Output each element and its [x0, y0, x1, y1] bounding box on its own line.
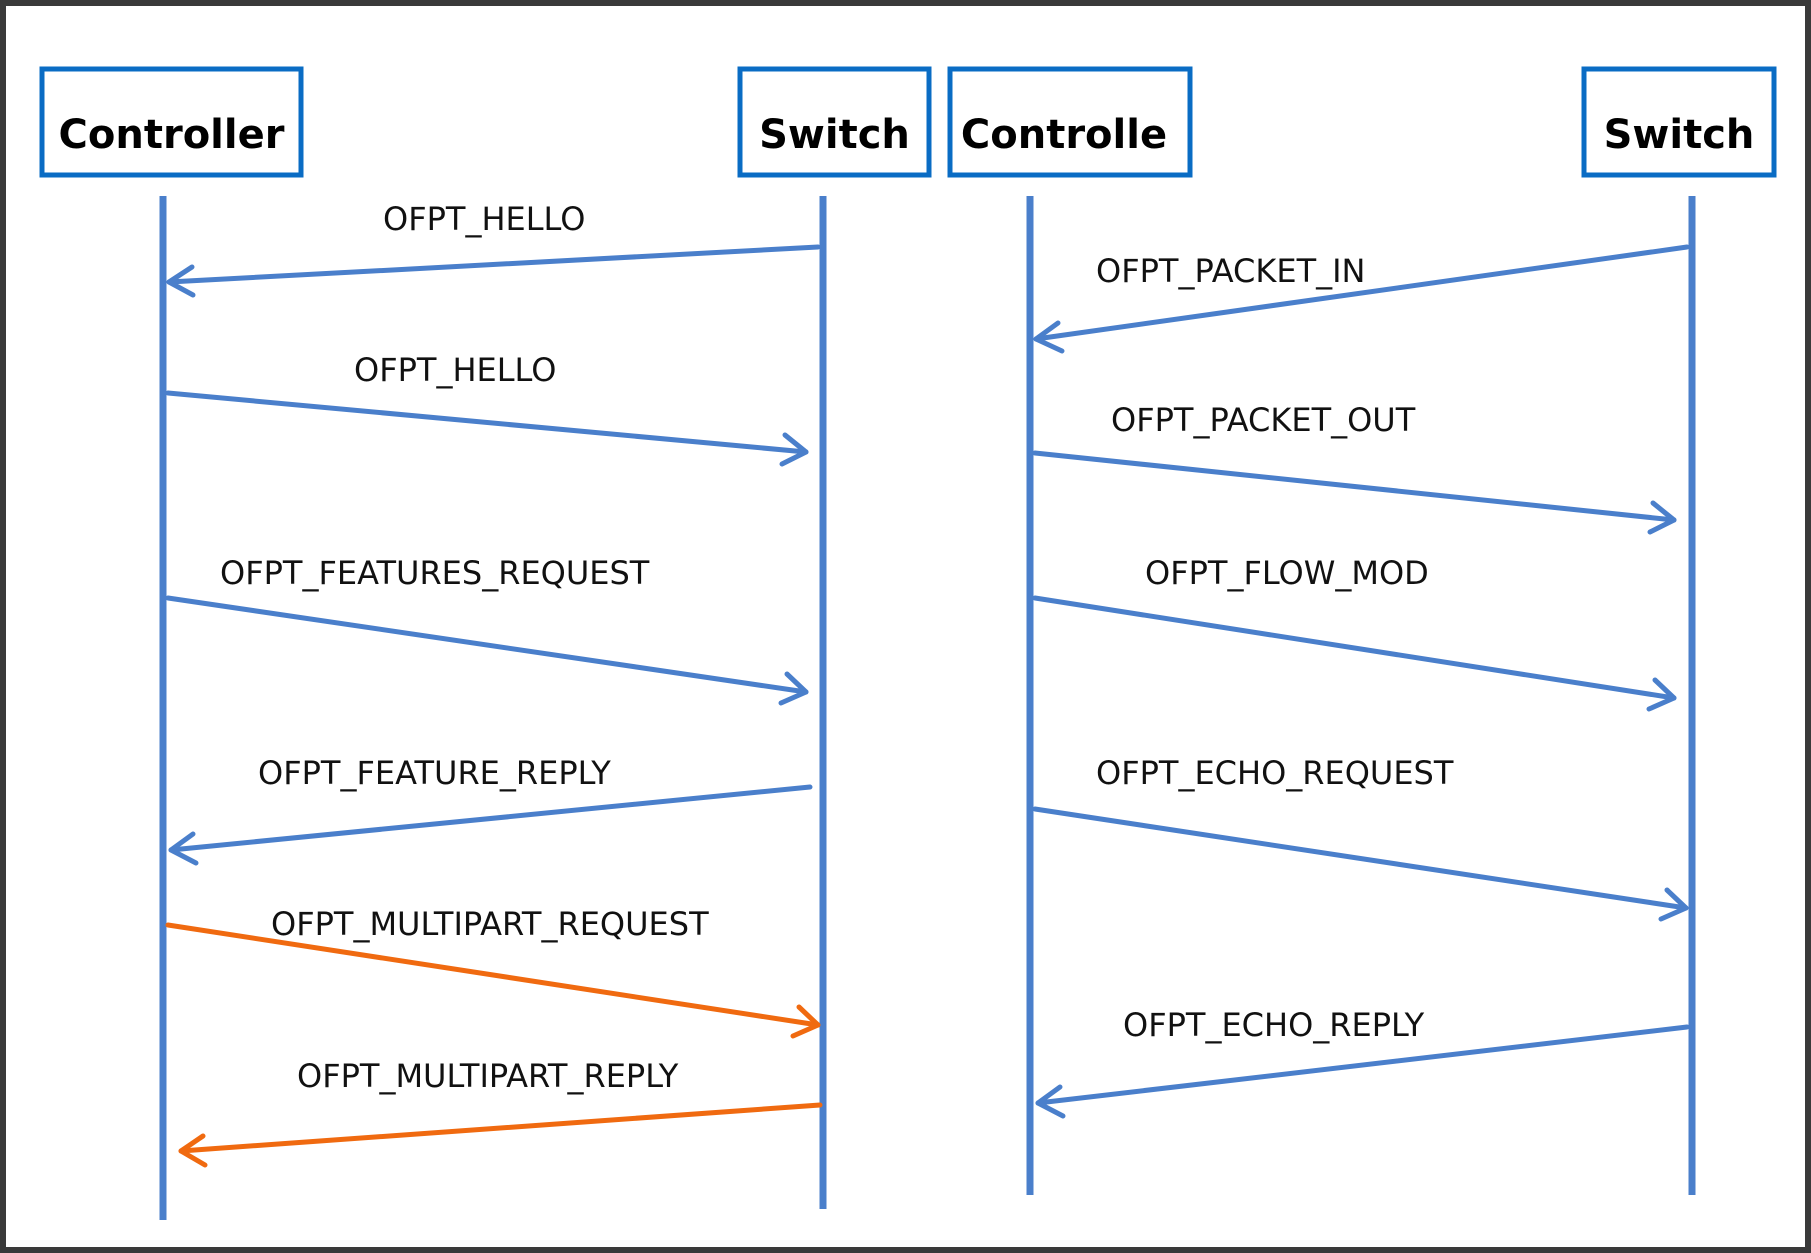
actor-label: Switch — [759, 112, 910, 158]
message-packet-out: OFPT_PACKET_OUT — [1032, 401, 1677, 535]
arrowhead-icon — [1646, 677, 1677, 712]
message-arrow-line — [1032, 806, 1689, 911]
actor-controller-left: Controller — [39, 66, 304, 178]
arrowhead-icon — [166, 264, 196, 298]
message-arrow-line — [178, 1102, 823, 1154]
message-flow-mod: OFPT_FLOW_MOD — [1032, 554, 1677, 712]
arrowhead-icon — [1035, 1084, 1066, 1119]
message-packet-in: OFPT_PACKET_IN — [1033, 244, 1690, 354]
message-hello-controller-to-switch: OFPT_HELLO — [165, 351, 809, 467]
message-multipart-request: OFPT_MULTIPART_REQUEST — [165, 905, 821, 1039]
message-arrow-line — [1032, 595, 1677, 701]
message-features-request: OFPT_FEATURES_REQUEST — [165, 554, 809, 706]
message-feature-reply: OFPT_FEATURE_REPLY — [168, 754, 813, 866]
message-echo-reply: OFPT_ECHO_REPLY — [1035, 1006, 1690, 1119]
arrowhead-icon — [1647, 500, 1677, 535]
arrowhead-icon — [178, 1133, 208, 1168]
message-label: OFPT_ECHO_REQUEST — [1096, 754, 1454, 792]
arrowhead-icon — [778, 671, 809, 706]
message-arrow-line — [165, 390, 809, 455]
message-arrow-line — [1032, 450, 1677, 523]
message-label: OFPT_FLOW_MOD — [1145, 554, 1429, 592]
actor-switch-right: Switch — [1581, 66, 1777, 178]
actor-label: Controlle — [961, 112, 1167, 158]
message-arrow-line — [165, 595, 809, 695]
actor-label: Switch — [1604, 112, 1755, 158]
actor-controller-right: Controlle — [947, 66, 1193, 178]
arrowhead-icon — [779, 432, 809, 467]
message-arrow-line — [1035, 1024, 1690, 1106]
actor-label: Controller — [59, 112, 285, 158]
actor-box — [947, 66, 1193, 178]
message-label: OFPT_FEATURE_REPLY — [258, 754, 611, 792]
message-echo-request: OFPT_ECHO_REQUEST — [1032, 754, 1689, 922]
actor-box — [1581, 66, 1777, 178]
arrowhead-icon — [790, 1004, 821, 1039]
message-hello-switch-to-controller: OFPT_HELLO — [166, 200, 821, 298]
actor-switch-left: Switch — [737, 66, 932, 178]
actor-box — [39, 66, 304, 178]
arrowhead-icon — [1658, 887, 1689, 922]
message-arrow-line — [165, 922, 821, 1028]
message-arrow-line — [166, 244, 821, 285]
message-label: OFPT_MULTIPART_REQUEST — [271, 905, 709, 943]
actor-box — [737, 66, 932, 178]
message-label: OFPT_MULTIPART_REPLY — [297, 1057, 679, 1095]
message-arrow-line — [168, 784, 813, 853]
message-label: OFPT_HELLO — [354, 351, 556, 389]
message-label: OFPT_PACKET_IN — [1096, 252, 1365, 290]
message-label: OFPT_FEATURES_REQUEST — [220, 554, 650, 592]
arrowhead-icon — [168, 831, 199, 866]
arrowhead-icon — [1033, 320, 1065, 354]
message-arrow-line — [1033, 244, 1690, 342]
message-label: OFPT_HELLO — [383, 200, 585, 238]
message-label: OFPT_ECHO_REPLY — [1123, 1006, 1425, 1044]
message-multipart-reply: OFPT_MULTIPART_REPLY — [178, 1057, 823, 1168]
message-label: OFPT_PACKET_OUT — [1111, 401, 1416, 439]
